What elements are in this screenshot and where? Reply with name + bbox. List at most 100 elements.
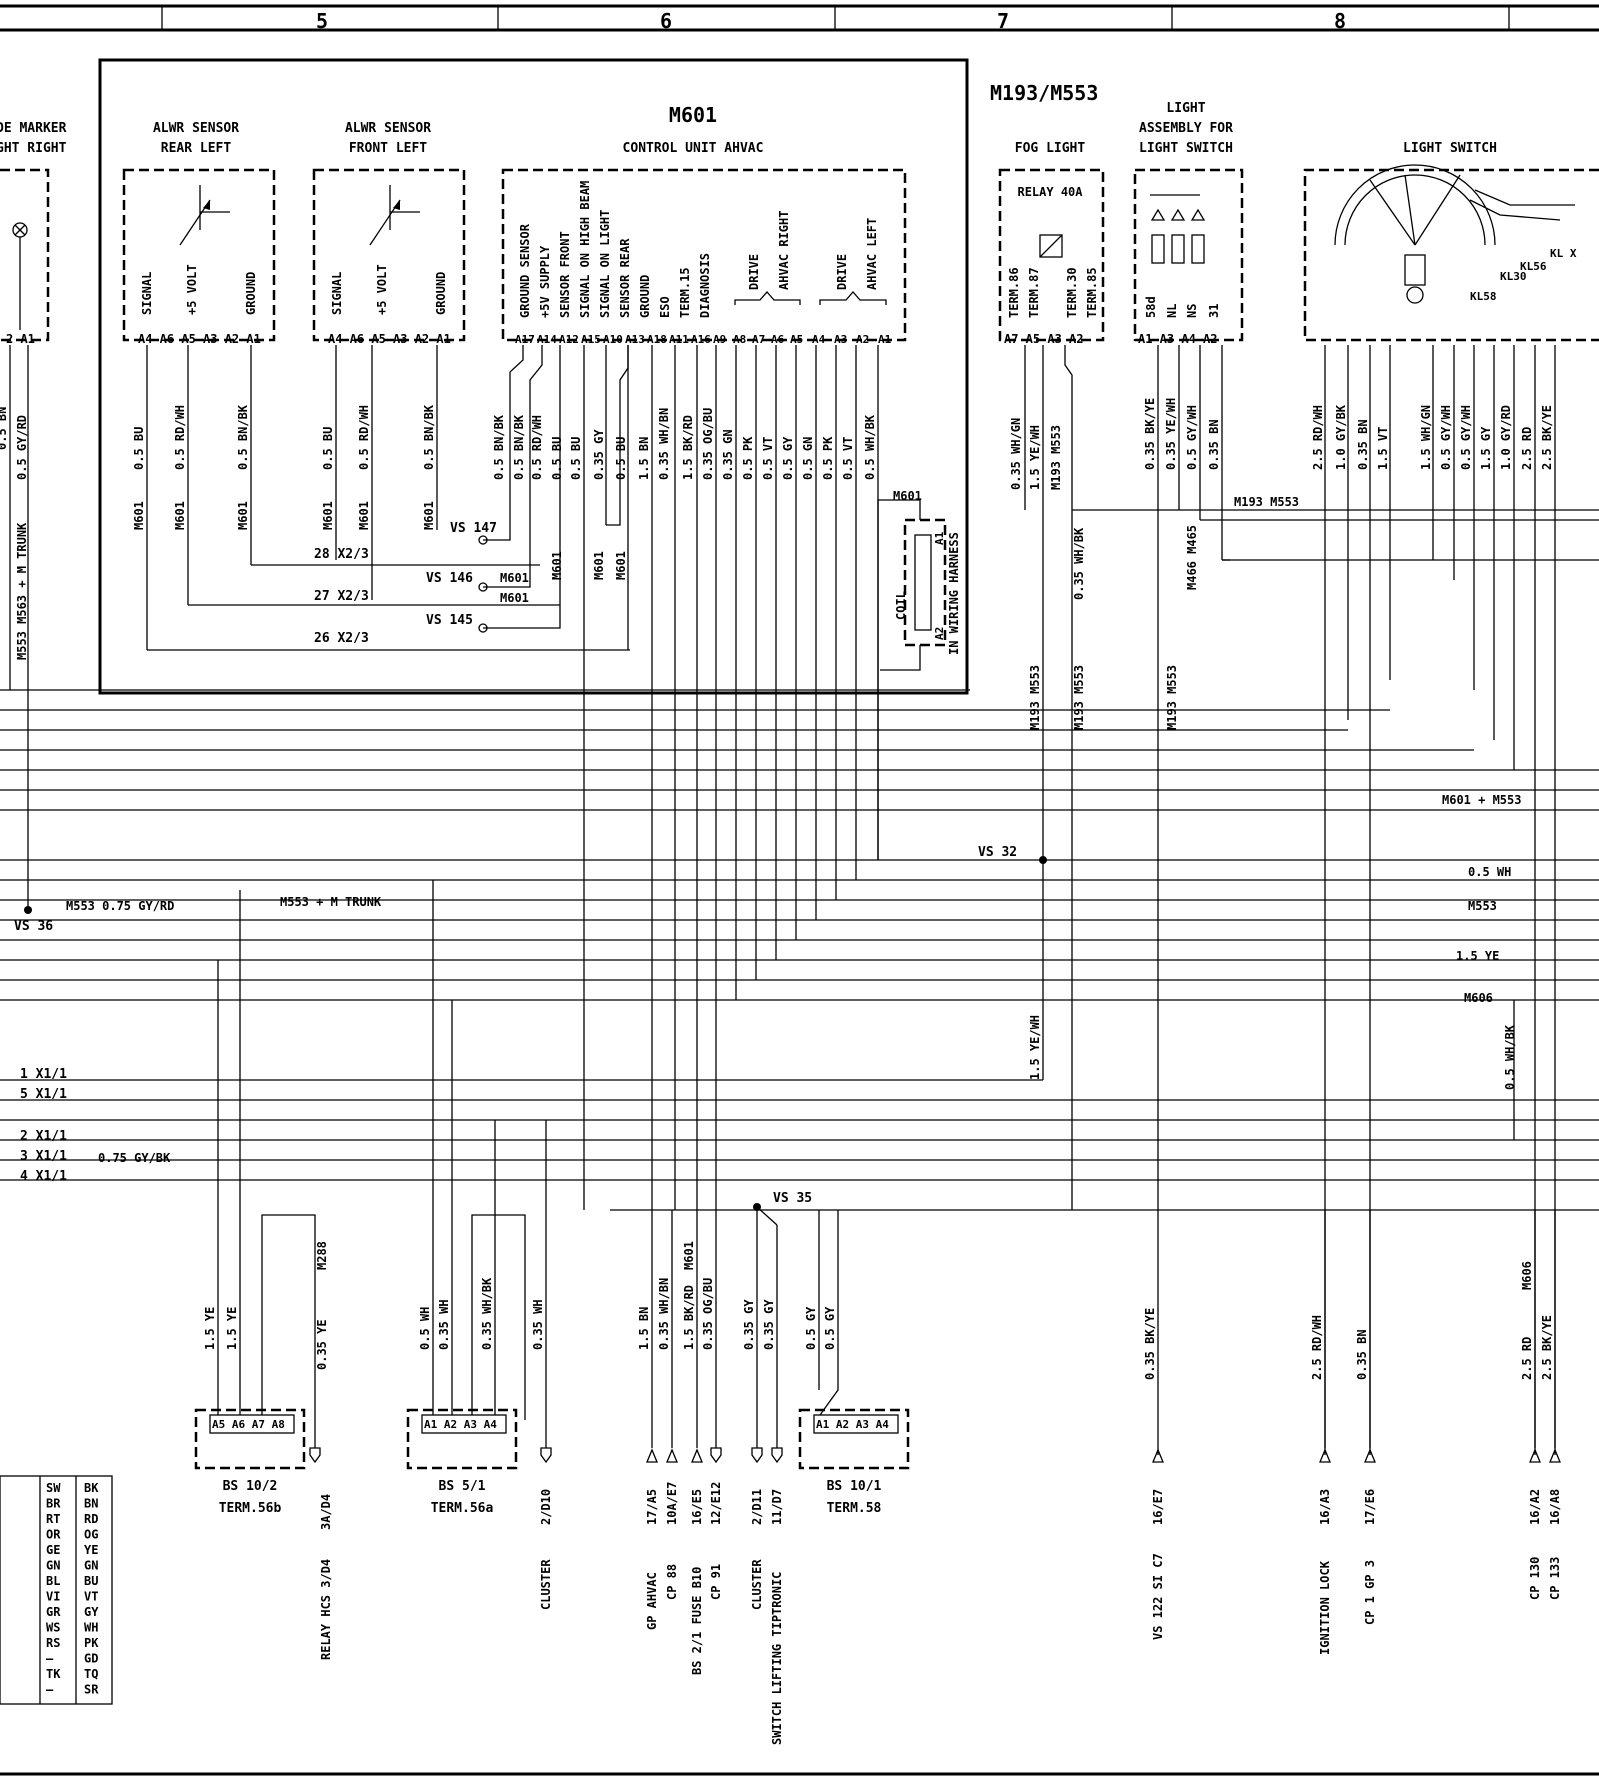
ref-05wh: 0.5 WH [1468,865,1511,879]
assembly-ns: NS [1185,304,1199,318]
m601-pin-a13: A13 [625,333,645,346]
lw-12: 0.35 GY [742,1299,756,1350]
m601-pin-light: SIGNAL ON LIGHT [598,210,612,318]
splice-vs32: VS 32 [978,845,1017,860]
wire-sw-10: 2.5 RD [1520,427,1534,470]
ref-m601-m553: M601 + M553 [1442,793,1521,807]
term-2-d10: 2/D10 [539,1489,553,1525]
fog-pins: A7 A5 A3 A2 [1004,332,1083,346]
wire-035whbk: 0.35 WH/BK [1072,527,1086,600]
wire-asm-2: 0.35 YE/WH [1164,398,1178,470]
bs51-pins: A1 A2 A3 A4 [424,1418,497,1431]
fog-term30: TERM.30 [1065,267,1079,318]
m601-pin-ground-sensor: GROUND SENSOR [518,223,532,318]
legend-german-4: GE [46,1543,60,1557]
wire-front-1: 0.5 BU [321,427,335,470]
legend-german-12: TK [46,1667,61,1681]
ref-15yewh: 1.5 YE/WH [1028,1015,1042,1080]
lw-3: 0.35 YE [315,1319,329,1370]
connector-x1-3: 3 X1/1 [20,1149,67,1164]
m601-pin-a12: A12 [559,333,579,346]
alwr-rear-pins: A4 A6 A5 A3 A2 A1 [138,332,261,346]
alwr-front-pins: A4 A6 A5 A3 A2 A1 [328,332,451,346]
legend-german-10: RS [46,1636,60,1650]
switch-kl58: KL58 [1470,290,1497,303]
assembly-pins: A1 A3 A4 A2 [1138,332,1217,346]
m601-pin-a4: A4 [812,333,826,346]
term-relay-hcs: RELAY HCS 3/D4 [319,1559,333,1660]
lw-13: 0.35 GY [762,1299,776,1350]
m601-pin-a1: A1 [878,333,892,346]
m601-pin-high-beam: SIGNAL ON HIGH BEAM [578,181,592,318]
wire-m601-3: 0.5 RD/WH [530,415,544,480]
wire-m601-7: 0.5 BU [614,437,628,480]
m601-drive-right: DRIVE [747,254,761,290]
assembly-title-3: LIGHT SWITCH [1139,141,1233,156]
harness-lines: VS 36 VS 32 VS 35 M553 0.75 GY/RD M553 +… [0,665,1599,1211]
m601-drive-left: DRIVE [835,254,849,290]
legend-english-6: BU [84,1574,98,1588]
ref-m601-v4: M601 [614,551,628,580]
ref-m193-v3: M193 M553 [1165,665,1179,730]
wire-m601-11: 0.35 OG/BU [701,408,715,480]
wire-sw-11: 2.5 BK/YE [1540,405,1554,470]
relay-icon [1039,234,1063,258]
coil-label: COIL [894,591,908,620]
alwr-sensor-rear-left: ALWR SENSOR REAR LEFT SIGNAL +5 VOLT GRO… [122,121,276,650]
alwr-front-5v: +5 VOLT [375,264,389,315]
m601-control-unit: M601 CONTROL UNIT AHVAC GROUND SENSOR +5… [483,103,961,1210]
m601-pin-eso: ESO [658,296,672,318]
alwr-rear-title-2: REAR LEFT [161,141,232,156]
splice-vs145: VS 145 [426,613,473,628]
wire-m601-16: 0.5 GN [801,437,815,480]
wire-m601-9: 0.35 WH/BN [657,408,671,480]
ref-m601-r2: M601 [173,501,187,530]
switch-icon: KL X KL56 KL58 KL30 [1334,164,1577,304]
wire-m601-12: 0.35 GN [721,429,735,480]
ref-m193-m553-h: M193 M553 [1234,495,1299,509]
m601-pin-5v: +5V SUPPLY [538,245,552,318]
lw-5: 0.35 WH [437,1299,451,1350]
ref-m193-v1: M193 M553 [1028,665,1042,730]
side-marker-pins: 2 A1 [6,332,35,346]
ref-075gybk: 0.75 GY/BK [98,1151,171,1165]
lw-20: 2.5 BK/YE [1540,1315,1554,1380]
wire-m601-8: 1.5 BN [637,437,651,480]
terminals: 3A/D4 RELAY HCS 3/D4 2/D10 CLUSTER 17/A5… [309,1447,1562,1745]
switch-klx: KL X [1550,247,1577,260]
term-vs122: VS 122 SI C7 [1151,1553,1165,1640]
connector-26: 26 X2/3 [314,631,369,646]
assembly-title-1: LIGHT [1166,101,1205,116]
wire-m601-14: 0.5 VT [761,437,775,480]
legend-english-7: VT [84,1590,98,1604]
fog-term85: TERM.85 [1085,267,1099,318]
legend-english-8: GY [84,1605,99,1619]
lw-4: 0.5 WH [418,1307,432,1350]
wire-sw-4: 1.5 VT [1376,427,1390,470]
m601-pin-a17: A17 [515,333,535,346]
bs101-name: BS 10/1 [827,1479,882,1494]
wire-m601-19: 0.5 WH/BK [863,414,877,480]
term-ignition: IGNITION LOCK [1318,1560,1332,1655]
wire-sw-9: 1.0 GY/RD [1499,405,1513,470]
term-17-e6: 17/E6 [1363,1489,1377,1525]
ref-m466-m465: M466 M465 [1185,525,1199,590]
ref-m606b: M606 [1520,1261,1534,1290]
alwr-rear-5v: +5 VOLT [185,264,199,315]
bs102-sub: TERM.56b [219,1501,282,1516]
ref-15ye: 1.5 YE [1456,949,1499,963]
legend-german-6: BL [46,1574,60,1588]
relay-label: RELAY 40A [1017,185,1083,199]
wire-fog-1: 0.35 WH/GN [1009,418,1023,490]
lw-15: 0.5 GY [823,1306,837,1350]
legend-german-9: WS [46,1621,60,1635]
connector-x1-1: 1 X1/1 [20,1067,67,1082]
connector-x1-2: 2 X1/1 [20,1129,67,1144]
wire-m601-10: 1.5 BK/RD [681,415,695,480]
m601-pin-sensor-front: SENSOR FRONT [558,231,572,318]
m601-pin-a7: A7 [752,333,765,346]
alwr-rear-title: ALWR SENSOR [153,121,239,136]
m601-pin-diagnosis: DIAGNOSIS [698,253,712,318]
coil-pin-a1: A1 [933,531,946,545]
